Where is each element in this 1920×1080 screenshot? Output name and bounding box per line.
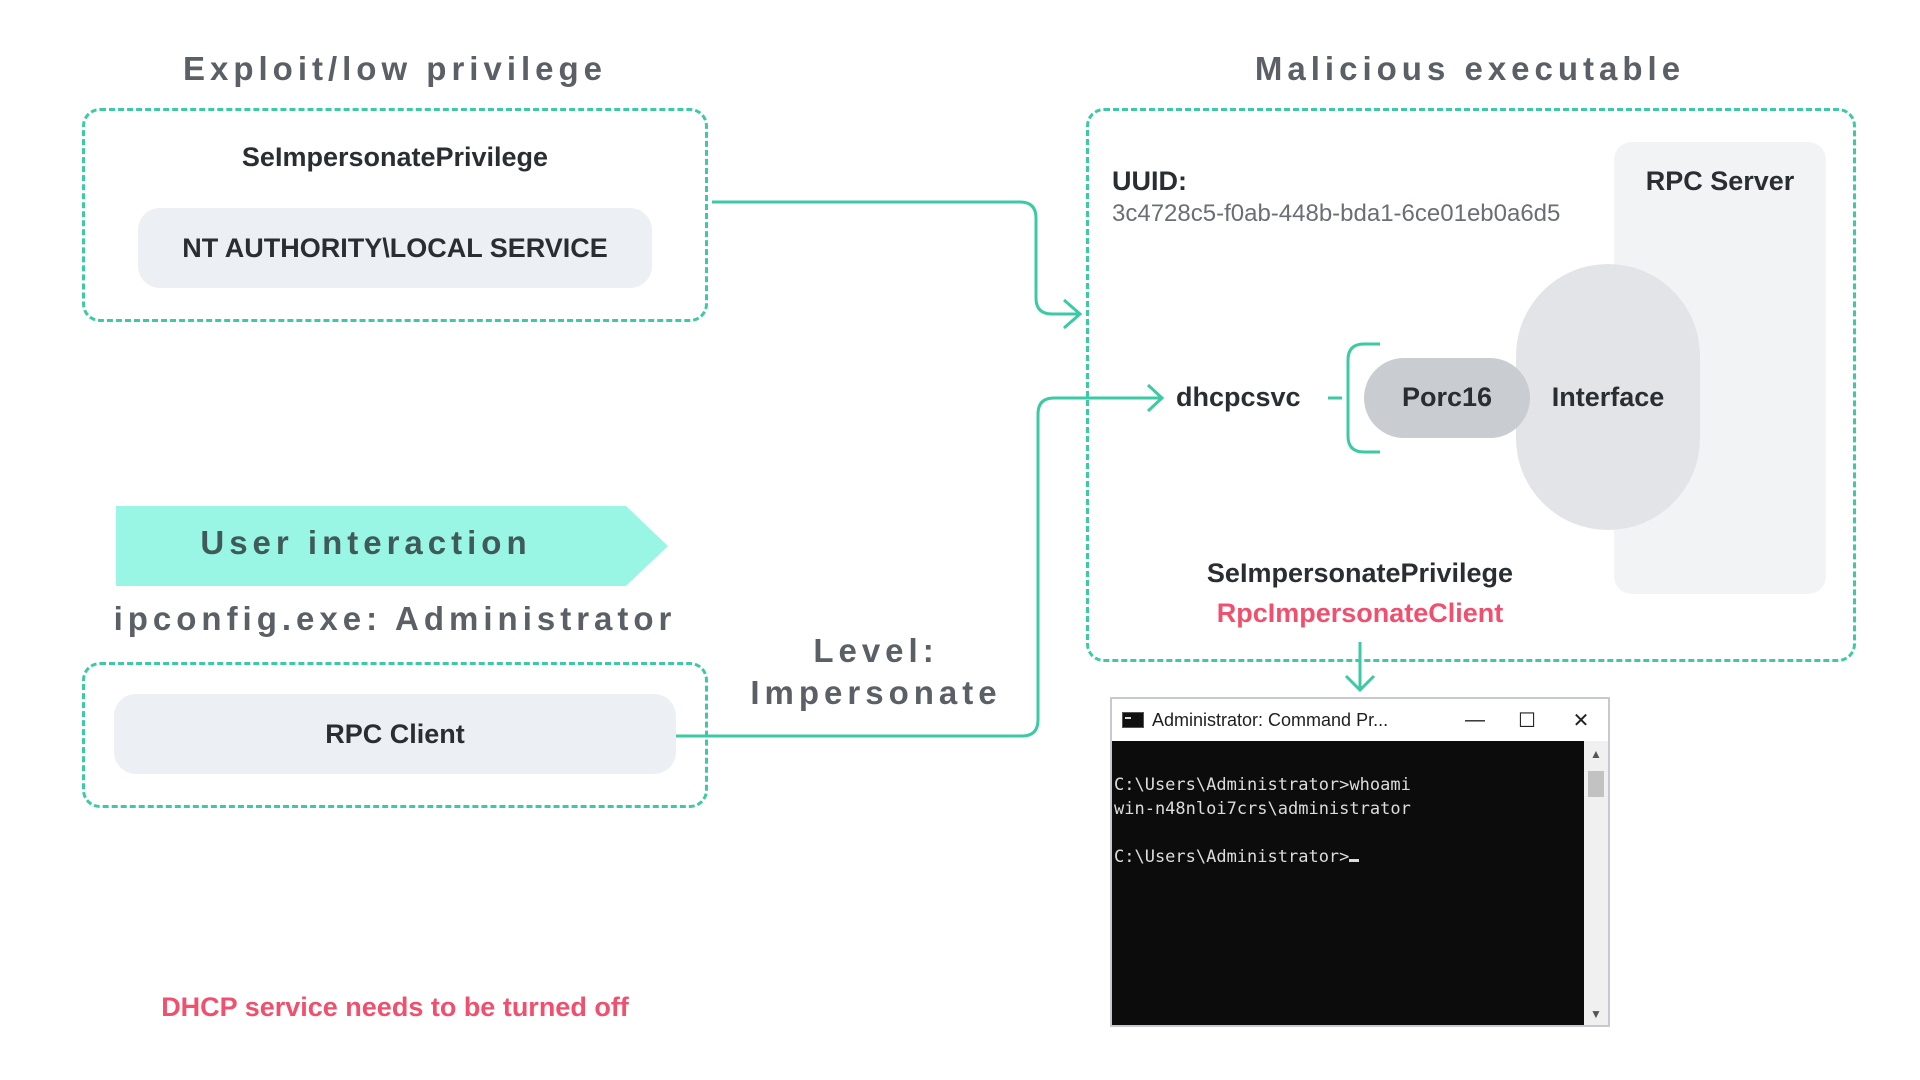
seimpersonate-privilege-label-left: SeImpersonatePrivilege: [241, 142, 549, 172]
command-prompt-window[interactable]: Administrator: Command Pr... — ☐ ✕ C:\Us…: [1110, 697, 1610, 1027]
ipconfig-label: ipconfig.exe: Administrator: [113, 600, 677, 637]
level-label: Level:: [813, 632, 939, 669]
exploit-box: [82, 108, 708, 322]
seimpersonate-privilege-label-right: SeImpersonatePrivilege: [1206, 558, 1514, 588]
arrowhead-executable: [1063, 298, 1083, 330]
scroll-down-icon[interactable]: ▼: [1590, 1007, 1602, 1021]
arrowhead-dhcpcsvc: [1146, 383, 1165, 413]
porc16-node: [1364, 358, 1530, 438]
malicious-executable-title: Malicious executable: [1254, 50, 1686, 87]
user-interaction-banner: [116, 506, 668, 586]
scroll-up-icon[interactable]: ▲: [1590, 747, 1602, 761]
interface-node: [1516, 264, 1700, 530]
connector-privilege-to-executable: [712, 200, 1080, 316]
rpc-server-label: RPC Server: [1645, 166, 1795, 196]
console-cursor: [1349, 859, 1360, 862]
maximize-icon[interactable]: ☐: [1518, 709, 1536, 732]
interface-label: Interface: [1551, 382, 1665, 412]
console-line-2: win-n48nloi7crs\administrator: [1114, 799, 1411, 819]
arrowhead-cmd: [1344, 674, 1376, 693]
bracket-dhcpcsvc: [1346, 342, 1380, 454]
dhcp-note: DHCP service needs to be turned off: [161, 992, 629, 1022]
connector-client-to-dhcpcsvc: [676, 396, 1162, 738]
console-prompt-line: C:\Users\Administrator>: [1114, 845, 1584, 869]
console-line-1: C:\Users\Administrator>whoami: [1114, 775, 1411, 795]
command-prompt-console[interactable]: C:\Users\Administrator>whoami win-n48nlo…: [1112, 741, 1584, 1025]
nt-authority-pill: NT AUTHORITY\LOCAL SERVICE: [138, 208, 652, 288]
command-prompt-scrollbar[interactable]: ▲ ▼: [1584, 741, 1608, 1025]
uuid-value: 3c4728c5-f0ab-448b-bda1-6ce01eb0a6d5: [1112, 200, 1561, 227]
porc16-label: Porc16: [1401, 382, 1493, 412]
rpc-client-pill: RPC Client: [114, 694, 676, 774]
scrollbar-thumb[interactable]: [1588, 771, 1604, 797]
malicious-executable-box: [1086, 108, 1856, 662]
uuid-label: UUID:: [1112, 166, 1187, 196]
console-line-4: C:\Users\Administrator>: [1114, 847, 1350, 867]
exploit-title: Exploit/low privilege: [182, 50, 608, 87]
command-prompt-titlebar[interactable]: Administrator: Command Pr... — ☐ ✕: [1112, 699, 1608, 741]
minimize-icon[interactable]: —: [1465, 708, 1485, 731]
cmd-app-icon: [1122, 712, 1144, 728]
rpc-impersonate-client-label: RpcImpersonateClient: [1216, 598, 1504, 628]
impersonate-label: Impersonate: [750, 674, 1002, 711]
close-icon[interactable]: ✕: [1572, 709, 1590, 732]
dhcpcsvc-label: dhcpcsvc: [1176, 382, 1301, 412]
user-interaction-label: User interaction: [200, 524, 532, 561]
rpc-client-box: [82, 662, 708, 808]
command-prompt-title: Administrator: Command Pr...: [1152, 709, 1389, 730]
console-line-3: [1114, 821, 1584, 845]
